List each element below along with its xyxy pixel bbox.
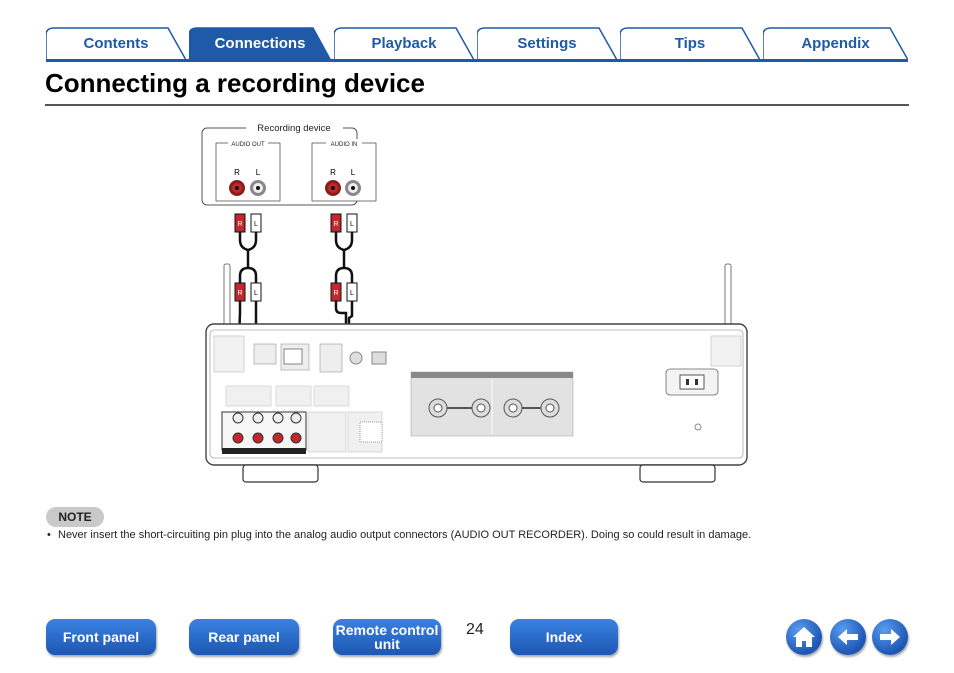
tab-shape: [334, 27, 474, 60]
tab-underline: [46, 59, 908, 62]
plug-label: L: [350, 290, 354, 297]
plug-label: L: [350, 221, 354, 228]
rear-panel-button[interactable]: Rear panel: [189, 619, 299, 655]
recording-device: Recording device AUDIO OUT R L AUDIO IN …: [201, 122, 377, 206]
home-icon: [793, 627, 815, 647]
tab-shape: [189, 27, 331, 61]
tab-label: Connections: [214, 35, 306, 52]
tab-label: Playback: [371, 35, 437, 52]
back-button[interactable]: [830, 619, 866, 655]
home-button[interactable]: [786, 619, 822, 655]
remote-control-label-line1: Remote control: [335, 622, 439, 638]
tab-contents[interactable]: Contents: [46, 27, 186, 60]
page-number: 24: [466, 621, 484, 638]
arrow-left-icon: [838, 629, 858, 645]
connection-diagram: Recording device AUDIO OUT R L AUDIO IN …: [201, 122, 748, 483]
tab-playback[interactable]: Playback: [334, 27, 474, 60]
note-bullet: •: [47, 529, 51, 541]
audio-out-label: AUDIO OUT: [231, 142, 265, 148]
forward-button[interactable]: [872, 619, 908, 655]
plug-label: L: [254, 221, 258, 228]
index-button[interactable]: Index: [510, 619, 618, 655]
tab-shape: [620, 27, 760, 60]
note-badge: NOTE: [46, 507, 104, 527]
title-rule: [45, 104, 909, 106]
tab-label: Appendix: [801, 35, 870, 52]
remote-control-label-line2: unit: [374, 636, 400, 652]
plug-label: R: [237, 221, 242, 228]
tab-bar: Contents Playback Settings Tips Appendix…: [46, 27, 908, 62]
tab-label: Tips: [674, 35, 706, 52]
remote-control-unit-button[interactable]: Remote control unit: [333, 619, 441, 655]
tab-label: Contents: [83, 35, 149, 52]
tab-connections[interactable]: Connections: [189, 27, 331, 61]
note-text-line: • Never insert the short-circuiting pin p…: [47, 529, 751, 541]
page-title: Connecting a recording device: [45, 68, 425, 98]
in-r-label: R: [330, 168, 336, 177]
recording-device-label: Recording device: [257, 123, 330, 134]
plug-label: R: [333, 290, 338, 297]
plug-label: L: [254, 290, 258, 297]
tab-label: Settings: [517, 35, 577, 52]
arrow-right-icon: [880, 629, 900, 645]
audio-in-label: AUDIO IN: [331, 142, 358, 148]
tab-shape: [477, 27, 617, 60]
rca-plugs: R L R L R L R L: [234, 213, 358, 302]
out-r-label: R: [234, 168, 240, 177]
note-text: Never insert the short-circuiting pin pl…: [58, 529, 752, 541]
in-l-label: L: [351, 168, 356, 177]
front-panel-button[interactable]: Front panel: [46, 619, 156, 655]
plug-label: R: [333, 221, 338, 228]
tab-shape: [763, 27, 908, 60]
amplifier-rear-panel: [205, 263, 748, 483]
tab-appendix[interactable]: Appendix: [763, 27, 908, 60]
out-l-label: L: [256, 168, 261, 177]
tab-settings[interactable]: Settings: [477, 27, 617, 60]
tab-tips[interactable]: Tips: [620, 27, 760, 60]
plug-label: R: [237, 290, 242, 297]
tab-shape: [46, 27, 186, 60]
